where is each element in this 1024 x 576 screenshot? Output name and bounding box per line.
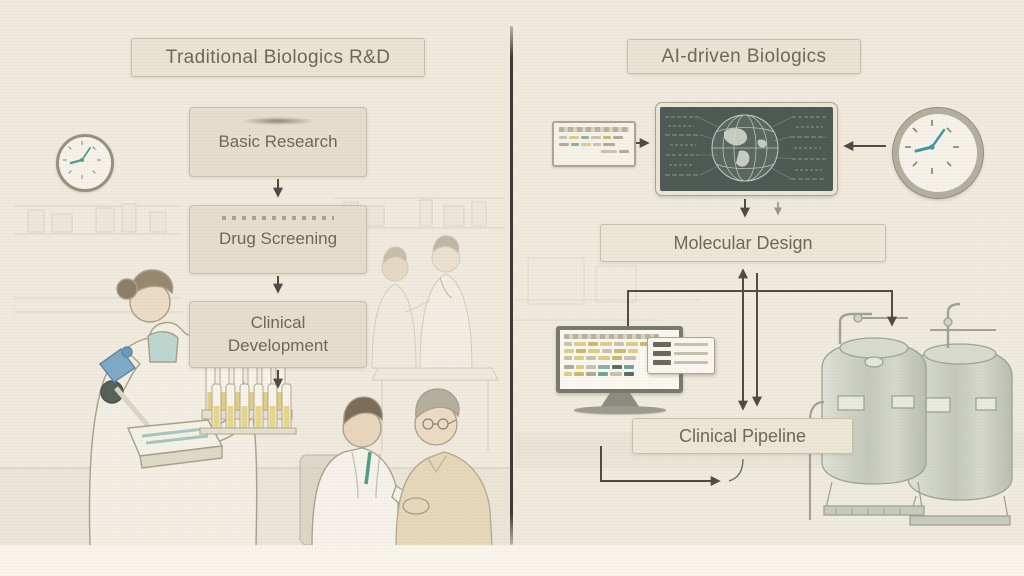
monitor-header-bar bbox=[564, 334, 660, 339]
flow-step-basic-research: Basic Research bbox=[189, 107, 367, 177]
flow-step-label: Basic Research bbox=[218, 131, 338, 151]
ink-dashes-artifact bbox=[222, 216, 334, 220]
right-lab-sketch bbox=[515, 257, 700, 321]
light-column bbox=[962, 210, 1008, 520]
flow-node-label: Molecular Design bbox=[673, 232, 813, 253]
background-consultation bbox=[371, 235, 499, 452]
flow-step-drug-screening: Drug Screening bbox=[189, 205, 367, 274]
monitor-stand bbox=[600, 393, 640, 408]
flow-step-clinical-development: Clinical Development bbox=[189, 301, 367, 368]
wall-clock-icon bbox=[56, 134, 114, 192]
globe-network-screen-icon bbox=[655, 102, 838, 196]
right-panel-title-label: AI-driven Biologics bbox=[661, 45, 827, 67]
wall-clock-icon bbox=[892, 107, 984, 199]
right-panel-title: AI-driven Biologics bbox=[627, 39, 861, 74]
feedback-loop-curve bbox=[728, 458, 744, 482]
flow-node-label: Clinical Pipeline bbox=[678, 425, 807, 446]
monitor-base bbox=[574, 406, 666, 414]
left-panel-title: Traditional Biologics R&D bbox=[131, 38, 425, 77]
flow-step-label: Drug Screening bbox=[218, 229, 338, 249]
test-tube-rack bbox=[199, 359, 297, 435]
flow-node-clinical-pipeline: Clinical Pipeline bbox=[632, 418, 853, 454]
ink-smudge-artifact bbox=[242, 117, 314, 125]
lab-bench bbox=[0, 468, 510, 546]
left-panel-title-label: Traditional Biologics R&D bbox=[165, 46, 391, 68]
bioreactor-tanks-icon bbox=[808, 302, 1013, 526]
annotation-popup-card bbox=[647, 337, 715, 374]
flow-step-label: Clinical Development bbox=[227, 313, 329, 355]
data-table-card-icon bbox=[552, 121, 636, 167]
doctor-patient-consultation bbox=[299, 388, 493, 547]
bottom-margin bbox=[0, 545, 1024, 576]
flow-node-molecular-design: Molecular Design bbox=[600, 224, 886, 262]
card-header-bar bbox=[559, 127, 629, 132]
panel-divider bbox=[510, 26, 513, 545]
branch-design-to-monitor-and-tanks bbox=[627, 290, 897, 329]
